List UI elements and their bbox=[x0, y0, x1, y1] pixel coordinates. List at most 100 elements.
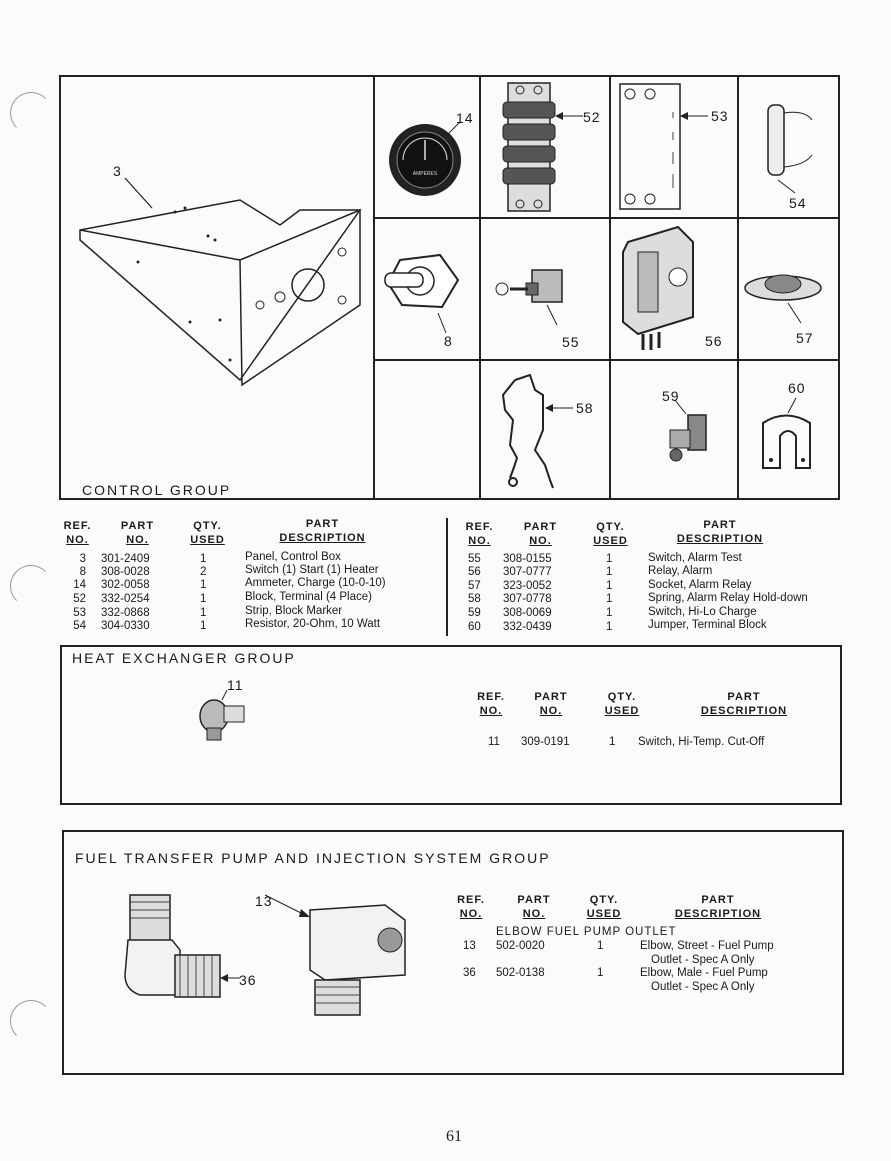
terminal-block-illustration bbox=[502, 82, 556, 212]
qty-cell: 1 bbox=[597, 940, 604, 952]
col-header-qty: QTY.USED bbox=[604, 691, 640, 717]
part-no-cell: 323-0052 bbox=[503, 580, 552, 592]
callout-57: 57 bbox=[796, 330, 814, 346]
ref-cell: 11 bbox=[488, 736, 500, 748]
part-no-cell: 302-0058 bbox=[101, 579, 150, 591]
col-header-qty: QTY.USED bbox=[190, 520, 225, 546]
qty-cell: 1 bbox=[200, 579, 207, 591]
hi-temp-switch-illustration bbox=[199, 689, 245, 741]
callout-14: 14 bbox=[456, 110, 474, 126]
callout-11: 11 bbox=[227, 677, 244, 693]
page-number: 61 bbox=[446, 1128, 462, 1145]
description-cell: Elbow, Street - Fuel Pump bbox=[640, 940, 774, 952]
callout-13: 13 bbox=[255, 893, 273, 909]
description-cell: Ammeter, Charge (10-0-10) bbox=[245, 577, 386, 589]
ref-cell: 3 bbox=[79, 553, 86, 565]
fuel-group-title: FUEL TRANSFER PUMP AND INJECTION SYSTEM … bbox=[75, 850, 551, 866]
part-no-cell: 307-0778 bbox=[503, 593, 552, 605]
heat-exchanger-group-title: HEAT EXCHANGER GROUP bbox=[72, 650, 296, 666]
col-header-ref: REF.NO. bbox=[465, 521, 494, 547]
qty-cell: 1 bbox=[609, 736, 616, 748]
hi-lo-switch-illustration bbox=[669, 399, 707, 462]
part-no-cell: 301-2409 bbox=[101, 553, 150, 565]
terminal-jumper-illustration bbox=[762, 397, 811, 469]
qty-cell: 1 bbox=[606, 553, 613, 565]
grid-divider bbox=[479, 75, 481, 500]
description-cell: Spring, Alarm Relay Hold-down bbox=[648, 592, 808, 604]
part-no-cell: 502-0138 bbox=[496, 967, 545, 979]
part-no-cell: 304-0330 bbox=[101, 620, 150, 632]
ammeter-illustration: AMPERES bbox=[389, 121, 461, 196]
qty-cell: 1 bbox=[597, 967, 604, 979]
toggle-switch-illustration bbox=[384, 253, 460, 334]
hold-down-spring-illustration bbox=[501, 373, 554, 489]
part-no-cell: 308-0069 bbox=[503, 607, 552, 619]
marker-strip-illustration bbox=[619, 83, 681, 210]
ref-cell: 56 bbox=[468, 566, 481, 578]
description-cell: Jumper, Terminal Block bbox=[648, 619, 767, 631]
grid-divider bbox=[373, 359, 840, 361]
fuel-subheading: ELBOW FUEL PUMP OUTLET bbox=[496, 926, 677, 938]
qty-cell: 1 bbox=[606, 607, 613, 619]
binder-hole-mark bbox=[10, 92, 52, 134]
control-box-panel-illustration bbox=[79, 177, 362, 387]
binder-hole-mark bbox=[10, 1000, 52, 1042]
ref-cell: 14 bbox=[73, 579, 86, 591]
part-no-cell: 308-0155 bbox=[503, 553, 552, 565]
callout-58: 58 bbox=[576, 400, 594, 416]
part-no-cell: 502-0020 bbox=[496, 940, 545, 952]
part-no-cell: 308-0028 bbox=[101, 566, 150, 578]
ammeter-face-text: AMPERES bbox=[413, 171, 438, 177]
resistor-illustration bbox=[767, 104, 813, 194]
ref-cell: 55 bbox=[468, 553, 481, 565]
callout-arrow bbox=[555, 112, 583, 120]
description-cell-line2: Outlet - Spec A Only bbox=[651, 981, 755, 993]
qty-cell: 1 bbox=[606, 593, 613, 605]
description-cell: Elbow, Male - Fuel Pump bbox=[640, 967, 768, 979]
alarm-relay-illustration bbox=[622, 225, 694, 350]
callout-53: 53 bbox=[711, 108, 729, 124]
callout-59: 59 bbox=[662, 388, 680, 404]
col-header-ref: REF.NO. bbox=[457, 894, 485, 920]
grid-divider bbox=[373, 75, 375, 500]
part-no-cell: 307-0777 bbox=[503, 566, 552, 578]
description-cell: Relay, Alarm bbox=[648, 565, 713, 577]
col-header-qty: QTY.USED bbox=[586, 894, 622, 920]
qty-cell: 1 bbox=[200, 553, 207, 565]
part-no-cell: 332-0254 bbox=[101, 593, 150, 605]
callout-arrow bbox=[545, 404, 573, 412]
callout-55: 55 bbox=[562, 334, 580, 350]
description-cell: Switch (1) Start (1) Heater bbox=[245, 564, 379, 576]
callout-56: 56 bbox=[705, 333, 723, 349]
col-header-ref: REF.NO. bbox=[63, 520, 92, 546]
qty-cell: 2 bbox=[200, 566, 207, 578]
part-no-cell: 332-0439 bbox=[503, 621, 552, 633]
callout-8: 8 bbox=[444, 333, 453, 349]
callout-60: 60 bbox=[788, 380, 806, 396]
part-no-cell: 332-0868 bbox=[101, 607, 150, 619]
description-cell: Block, Terminal (4 Place) bbox=[245, 591, 372, 603]
description-cell: Resistor, 20-Ohm, 10 Watt bbox=[245, 618, 381, 630]
callout-36: 36 bbox=[239, 972, 257, 988]
description-cell: Switch, Hi-Lo Charge bbox=[648, 606, 757, 618]
alarm-test-switch-illustration bbox=[495, 269, 563, 326]
grid-divider bbox=[737, 75, 739, 500]
table-divider bbox=[446, 518, 448, 636]
ref-cell: 58 bbox=[468, 593, 481, 605]
ref-cell: 53 bbox=[73, 607, 86, 619]
grid-divider bbox=[609, 75, 611, 500]
col-header-qty: QTY.USED bbox=[593, 521, 628, 547]
qty-cell: 1 bbox=[200, 620, 207, 632]
description-cell: Panel, Control Box bbox=[245, 551, 341, 563]
part-no-cell: 309-0191 bbox=[521, 736, 570, 748]
relay-socket-illustration bbox=[744, 274, 822, 324]
control-group-title: CONTROL GROUP bbox=[82, 482, 232, 498]
qty-cell: 1 bbox=[200, 593, 207, 605]
col-header-ref: REF.NO. bbox=[477, 691, 505, 717]
